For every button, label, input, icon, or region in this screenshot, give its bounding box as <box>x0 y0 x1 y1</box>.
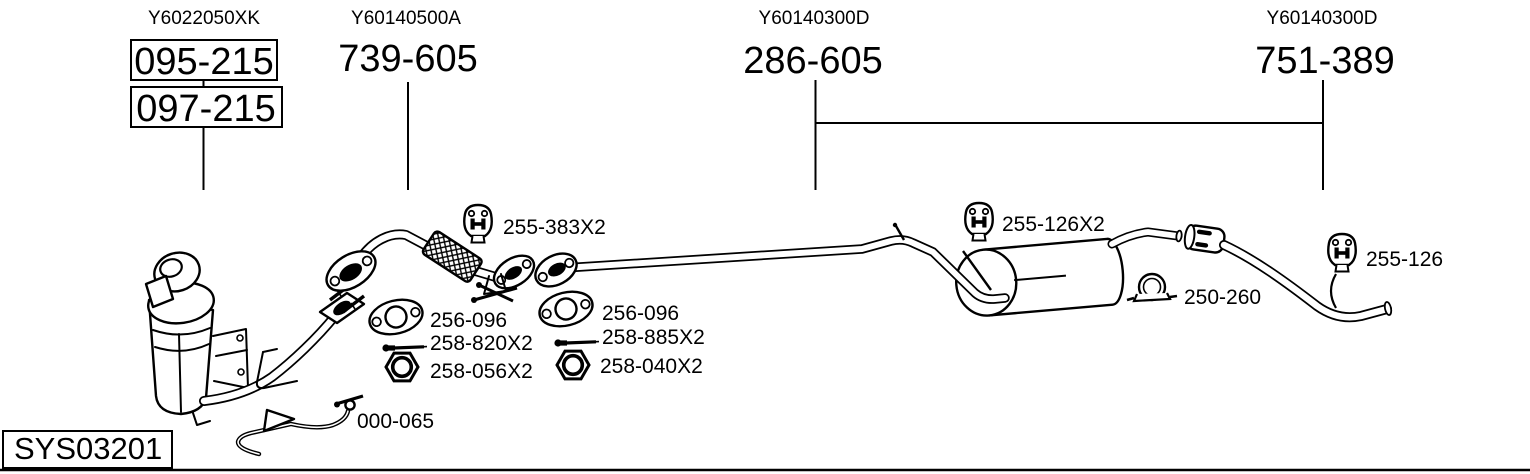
bolt-icon <box>380 342 429 354</box>
assembly-ref-label: Y6022050XK <box>148 8 260 29</box>
assembly-part-number: 097-215 <box>136 88 275 130</box>
callout-leader-lines <box>202 80 1324 190</box>
hardware-part-label: 255-383X2 <box>503 216 606 239</box>
clamp-icon <box>1125 272 1179 303</box>
flex-pipe-drawing <box>325 229 536 303</box>
middle-muffler-drawing <box>534 222 1183 317</box>
hardware-part-label: 250-260 <box>1184 286 1261 309</box>
catalytic-converter-drawing <box>144 251 249 426</box>
assembly-part-number: 751-389 <box>1255 40 1394 82</box>
assembly-ref-label: Y60140300D <box>759 8 870 29</box>
tail-pipe-drawing <box>1183 223 1393 323</box>
hardware-part-label: 258-885X2 <box>602 326 705 349</box>
bolt-icon <box>552 337 601 349</box>
nut-icon <box>384 351 420 383</box>
hardware-part-label: 000-065 <box>357 410 434 433</box>
assembly-ref-label: Y60140300D <box>1267 8 1378 29</box>
system-code: SYS03201 <box>14 431 162 466</box>
gasket-icon <box>534 285 598 333</box>
catalyst-outlet-pipe-drawing <box>199 282 366 406</box>
hardware-part-label: 255-126X2 <box>1002 213 1105 236</box>
hardware-part-label: 258-040X2 <box>600 355 703 378</box>
nut-icon <box>555 349 591 381</box>
hardware-part-label: 258-056X2 <box>430 360 533 383</box>
gasket-icon <box>364 293 428 341</box>
hardware-part-label: 256-096 <box>602 302 679 325</box>
part-number-box <box>130 86 283 128</box>
hardware-part-label: 255-126 <box>1366 248 1443 271</box>
system-code-box <box>2 430 173 469</box>
hardware-part-label: 258-820X2 <box>430 332 533 355</box>
assembly-part-number: 739-605 <box>338 38 477 80</box>
rubber-hanger-icon <box>964 201 994 242</box>
rubber-hanger-icon <box>463 203 493 244</box>
assembly-part-number: 095-215 <box>134 41 273 83</box>
assembly-part-number: 286-605 <box>743 40 882 82</box>
assembly-ref-label: Y60140500A <box>351 8 461 29</box>
rubber-hanger-icon <box>1327 232 1357 273</box>
hardware-part-label: 256-096 <box>430 309 507 332</box>
hanger-rod-icon <box>235 394 364 457</box>
part-number-box <box>130 39 278 81</box>
